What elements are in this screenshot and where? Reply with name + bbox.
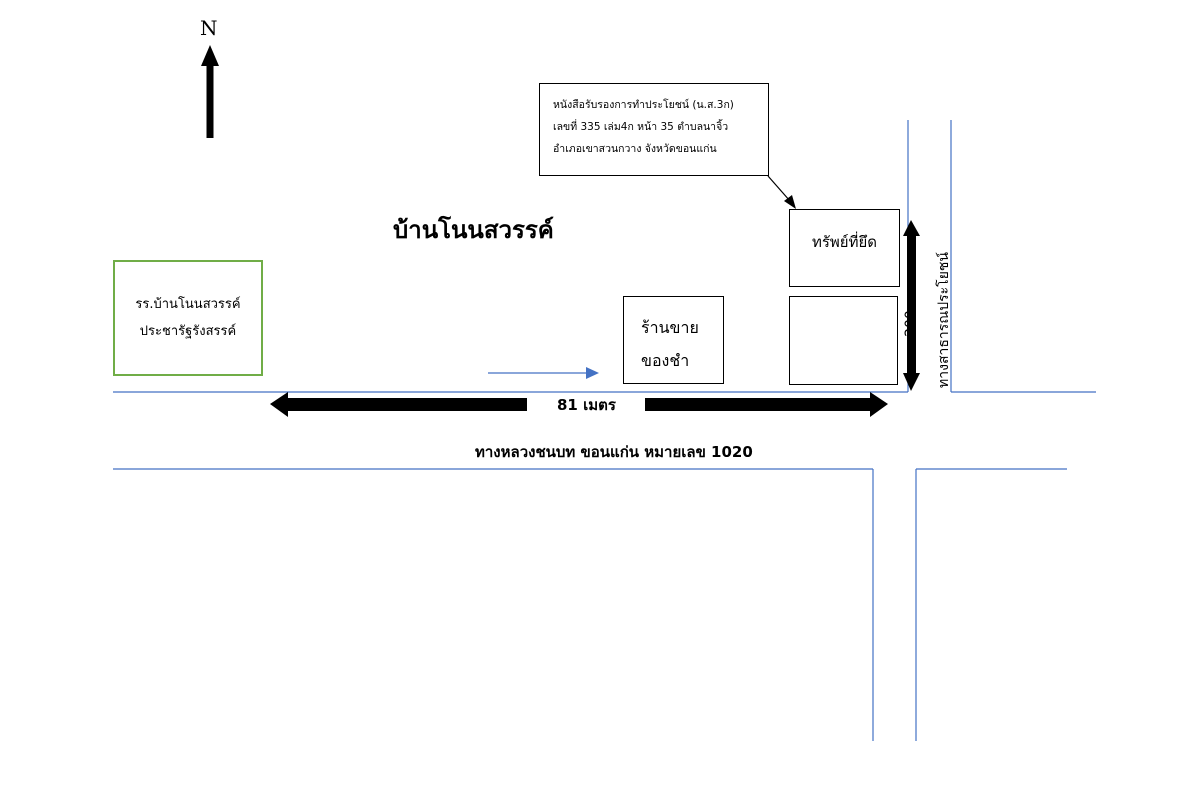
- highway-label: ทางหลวงชนบท ขอนแก่น หมายเลข 1020: [475, 443, 753, 461]
- callout-pointer-icon: [767, 175, 796, 209]
- school-name-line2: ประชารัฐรังสรรค์: [139, 324, 237, 339]
- direction-arrow-icon: [488, 367, 599, 379]
- village-name: บ้านโนนสวรรค์: [393, 216, 554, 244]
- deed-note-line3: อำเภอเขาสวนกวาง จังหวัดขอนแก่น: [553, 143, 717, 155]
- distance-arrow-right-icon: [645, 392, 888, 417]
- adjacent-plot-box: [789, 296, 898, 385]
- seized-property-box: ทรัพย์ที่ยึด: [789, 209, 900, 287]
- shop-label-line2: ของชำ: [641, 351, 690, 370]
- deed-note-box: หนังสือรับรองการทำประโยชน์ (น.ส.3ก) เลขท…: [539, 83, 769, 176]
- depth-label: 200 เมตร: [902, 275, 919, 337]
- north-label: N: [200, 16, 218, 40]
- distance-arrow-left-icon: [270, 392, 527, 417]
- road-lines: [113, 120, 1096, 741]
- seized-property-label: ทรัพย์ที่ยึด: [811, 233, 878, 251]
- public-road-label: ทางสาธารณประโยชน์: [935, 252, 952, 388]
- school-name-line1: รร.บ้านโนนสวรรค์: [135, 297, 241, 312]
- school-box: รร.บ้านโนนสวรรค์ ประชารัฐรังสรรค์: [113, 260, 263, 376]
- grocery-shop-box: ร้านขาย ของชำ: [623, 296, 724, 384]
- deed-note-line2: เลขที่ 335 เล่ม4ก หน้า 35 ตำบลนาจิ้ว: [553, 121, 729, 133]
- shop-label-line1: ร้านขาย: [641, 318, 699, 337]
- depth-arrow-icon: [903, 220, 920, 391]
- deed-note-line1: หนังสือรับรองการทำประโยชน์ (น.ส.3ก): [553, 99, 734, 111]
- distance-label: 81 เมตร: [557, 396, 616, 414]
- north-arrow-icon: [201, 45, 219, 138]
